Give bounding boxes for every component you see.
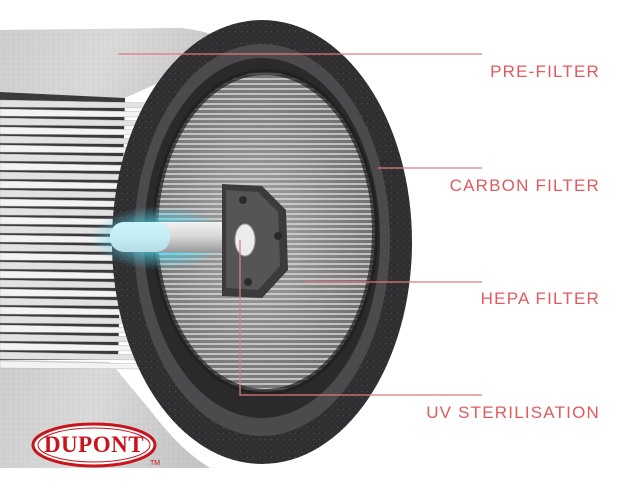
carbon-filter-label: CARBON FILTER bbox=[449, 176, 600, 195]
dupont-logo-text: DUPONT bbox=[43, 432, 145, 457]
dupont-logo-trademark: TM bbox=[150, 460, 161, 467]
dupont-logo: DUPONT TM bbox=[30, 420, 166, 474]
dupont-logo-oval bbox=[31, 422, 157, 468]
uv-sterilisation-label: UV STERILISATION bbox=[426, 403, 600, 422]
leader-line-uv bbox=[239, 240, 482, 396]
hepa-filter-label: HEPA FILTER bbox=[480, 289, 600, 308]
leader-lines bbox=[118, 53, 482, 396]
pre-filter-label: PRE-FILTER bbox=[490, 62, 600, 81]
